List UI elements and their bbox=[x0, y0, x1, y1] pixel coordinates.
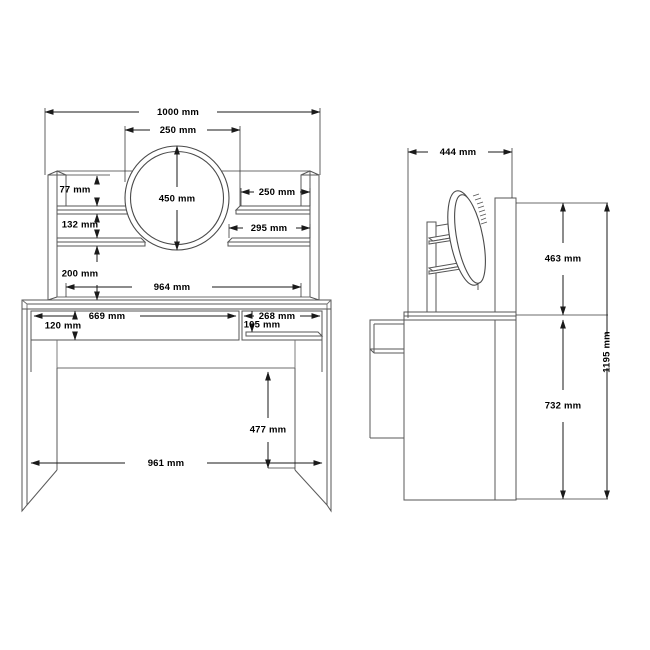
dim-444: 444 mm bbox=[440, 147, 477, 158]
side-desk-top bbox=[403, 311, 517, 321]
dim-200: 200 mm bbox=[62, 269, 99, 280]
dim-964: 964 mm bbox=[154, 282, 191, 293]
dim-268: 268 mm bbox=[259, 311, 296, 322]
dim-120: 120 mm bbox=[45, 321, 82, 332]
side-hutch-panel bbox=[494, 197, 517, 313]
desk-leg-right bbox=[294, 308, 332, 513]
dim-295: 295 mm bbox=[251, 223, 288, 234]
dim-669: 669 mm bbox=[89, 311, 126, 322]
side-elevation-view bbox=[369, 190, 517, 501]
hutch-left-upright bbox=[47, 170, 58, 301]
dim-105: 105 mm bbox=[244, 320, 281, 331]
desk-top bbox=[21, 299, 332, 310]
right-bracket bbox=[300, 170, 311, 206]
right-shelf-lower bbox=[226, 237, 311, 247]
dim-1000: 1000 mm bbox=[157, 107, 199, 118]
dim-477: 477 mm bbox=[250, 425, 287, 436]
side-desk-panel bbox=[403, 319, 517, 501]
mirror-side bbox=[447, 190, 488, 286]
mirror-front bbox=[124, 145, 230, 251]
right-shelf-upper bbox=[234, 205, 311, 215]
front-view-dimensions: 1000 mm 250 mm 450 mm 77 mm 132 mm 200 m… bbox=[30, 107, 323, 469]
side-view-dimensions: 444 mm 463 mm 732 mm 1195 mm bbox=[407, 147, 613, 500]
hutch-right-upright bbox=[309, 170, 320, 301]
dim-463: 463 mm bbox=[545, 254, 582, 265]
dim-450: 450 mm bbox=[159, 194, 196, 205]
desk-leg-left bbox=[21, 308, 58, 513]
dim-250-top: 250 mm bbox=[160, 125, 197, 136]
dim-250-right: 250 mm bbox=[259, 187, 296, 198]
dim-961: 961 mm bbox=[148, 458, 185, 469]
dim-132: 132 mm bbox=[62, 220, 99, 231]
dim-77: 77 mm bbox=[59, 185, 90, 196]
side-drawer-box bbox=[369, 319, 405, 354]
dim-1195: 1195 mm bbox=[602, 331, 613, 373]
dim-732: 732 mm bbox=[545, 401, 582, 412]
left-shelf-upper bbox=[56, 205, 137, 215]
left-shelf-lower bbox=[56, 237, 147, 247]
